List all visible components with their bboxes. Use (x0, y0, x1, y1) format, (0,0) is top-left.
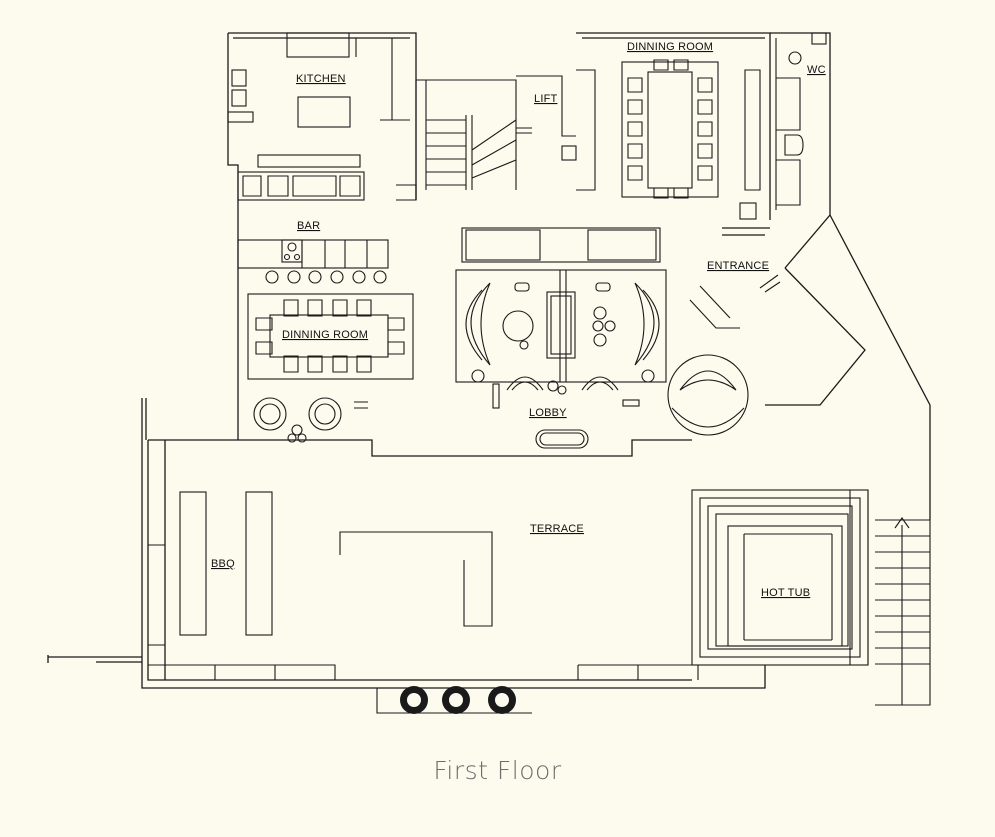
lobby (455, 227, 749, 449)
planters (376, 686, 532, 714)
entrance (689, 274, 781, 329)
label-dining-room-lower: DINNING ROOM (282, 329, 368, 341)
bbq (179, 491, 273, 636)
outdoor-stairs (875, 517, 931, 706)
terrace (339, 531, 493, 627)
floor-caption: First Floor (433, 756, 562, 785)
plant-icon (488, 686, 516, 714)
label-lift: LIFT (534, 93, 557, 105)
staircase (415, 79, 532, 200)
wc (775, 32, 827, 210)
dining-room-upper (576, 59, 761, 220)
lounge-chairs (253, 397, 368, 443)
label-wc: WC (807, 64, 826, 76)
label-terrace: TERRACE (530, 523, 584, 535)
label-bbq: BBQ (211, 558, 235, 570)
label-lobby: LOBBY (529, 407, 567, 419)
hot-tub (691, 489, 869, 666)
label-kitchen: KITCHEN (296, 73, 346, 85)
dining-room-lower (247, 293, 414, 380)
kitchen (227, 32, 417, 201)
label-bar: BAR (297, 220, 320, 232)
label-entrance: ENTRANCE (707, 260, 769, 272)
bar-stools (265, 270, 387, 284)
bar (237, 239, 389, 284)
plant-icon (442, 686, 470, 714)
label-hot-tub: HOT TUB (761, 587, 810, 599)
label-dining-room-upper: DINNING ROOM (627, 41, 713, 53)
plant-icon (400, 686, 428, 714)
lift (516, 75, 577, 161)
